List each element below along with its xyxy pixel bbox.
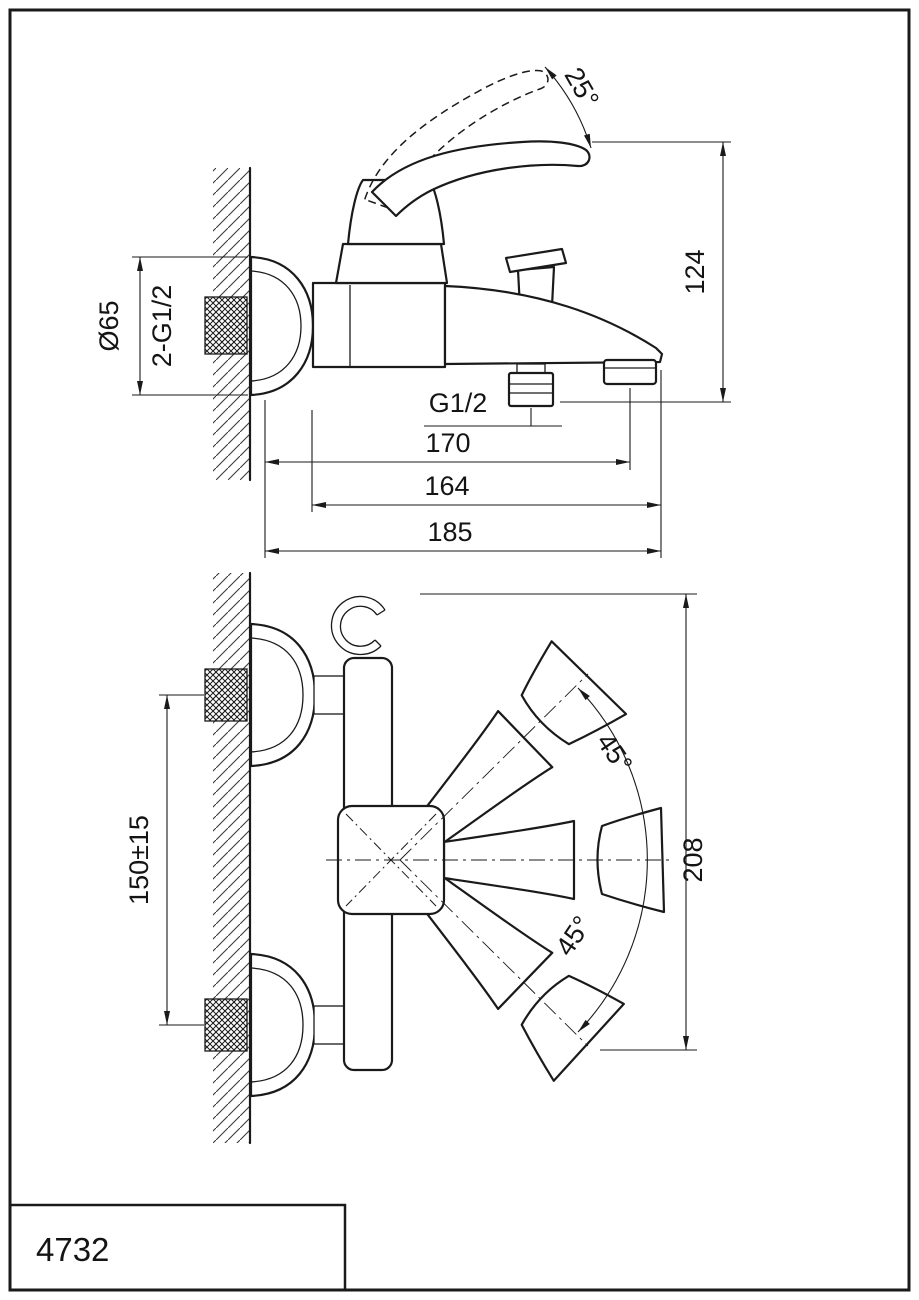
dia65-label: Ø65 bbox=[94, 300, 124, 351]
g12-label: G1/2 bbox=[429, 388, 488, 418]
dim-208-label: 208 bbox=[678, 837, 708, 882]
aerator bbox=[602, 358, 658, 386]
side-view: 25° G1/2 Ø65 2-G1/2 bbox=[94, 62, 731, 558]
dimension-horizontal-group: 170 164 185 bbox=[264, 370, 662, 558]
threaded-connector-bottom bbox=[204, 998, 248, 1052]
centerline-down-45 bbox=[399, 859, 589, 1047]
shower-outlet-neck bbox=[516, 363, 546, 374]
escutcheon-dome bbox=[249, 255, 315, 397]
threaded-connector-side bbox=[204, 296, 248, 355]
spout bbox=[443, 284, 664, 366]
escutcheon-inner-contour bbox=[250, 270, 302, 382]
swing-arc bbox=[577, 687, 648, 1033]
diverter-cap bbox=[504, 247, 568, 274]
housing-collar bbox=[334, 242, 449, 285]
hook-outer bbox=[330, 595, 386, 656]
flange-top-inner bbox=[250, 637, 304, 753]
dimension-escutcheon-diameter: Ø65 2-G1/2 bbox=[94, 256, 248, 396]
title-block-box bbox=[8, 1203, 347, 1292]
thread-2g12-label: 2-G1/2 bbox=[147, 285, 177, 368]
dimension-height-124: 124 bbox=[560, 141, 731, 403]
dimension-handle-angle: 25° bbox=[544, 62, 605, 149]
dimension-connection-centers: 150±15 bbox=[124, 694, 204, 1026]
connection-nut-bottom bbox=[313, 1005, 345, 1045]
label-shower-thread: G1/2 bbox=[424, 388, 562, 427]
flange-top bbox=[249, 622, 317, 768]
flange-bottom-inner bbox=[250, 967, 304, 1083]
centerline-up-45 bbox=[399, 673, 589, 861]
dim-164-label: 164 bbox=[424, 471, 469, 501]
dim-185-label: 185 bbox=[427, 517, 472, 547]
shower-outlet-body bbox=[507, 371, 555, 408]
drawing-border-frame bbox=[8, 8, 911, 1292]
title-block: 4732 bbox=[8, 1203, 347, 1292]
hook-end bbox=[374, 639, 382, 647]
flange-bottom bbox=[249, 952, 317, 1098]
connection-nut-top bbox=[313, 675, 345, 715]
shower-outlet bbox=[507, 363, 555, 408]
threaded-connector-top bbox=[204, 668, 248, 722]
hook-end bbox=[376, 609, 386, 616]
dim-150-label: 150±15 bbox=[124, 815, 154, 905]
shower-hook bbox=[330, 595, 386, 656]
mixer-body-side bbox=[311, 281, 447, 369]
dimension-overall-height: 208 bbox=[420, 593, 708, 1051]
wall-hatching-front bbox=[213, 573, 250, 1143]
dim-124-label: 124 bbox=[680, 249, 710, 294]
lever-handle bbox=[370, 140, 591, 218]
model-number: 4732 bbox=[36, 1231, 109, 1268]
angle-45-lower-label: 45° bbox=[550, 911, 598, 962]
angle-arc-25 bbox=[544, 66, 592, 149]
front-view: 45° 45° 150±15 208 bbox=[124, 571, 708, 1145]
hook-inner bbox=[339, 605, 378, 647]
dim-170-label: 170 bbox=[425, 428, 470, 458]
angle-25-label: 25° bbox=[559, 62, 605, 112]
